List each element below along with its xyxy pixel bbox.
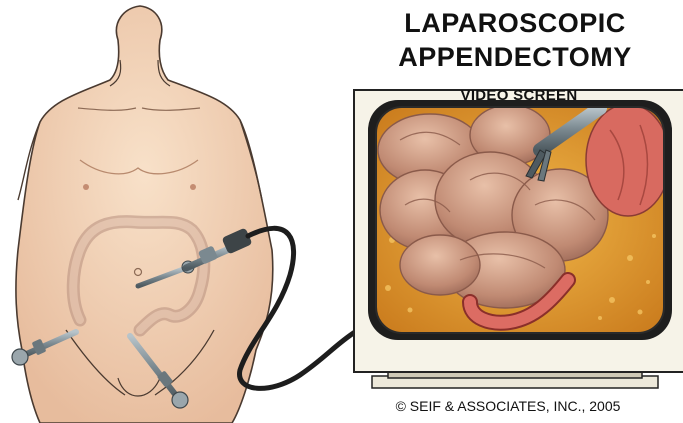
title-line-1: LAPAROSCOPIC (360, 10, 670, 37)
cecum (586, 104, 670, 216)
title-line-2: APPENDECTOMY (360, 44, 670, 71)
copyright-credit: © SEIF & ASSOCIATES, INC., 2005 (338, 398, 678, 414)
nipple-left (83, 184, 89, 190)
nipple-right (190, 184, 196, 190)
patient-torso (16, 6, 273, 423)
endoscopic-view (376, 104, 670, 333)
torso-body (16, 6, 273, 423)
video-screen-label: VIDEO SCREEN (404, 87, 634, 104)
